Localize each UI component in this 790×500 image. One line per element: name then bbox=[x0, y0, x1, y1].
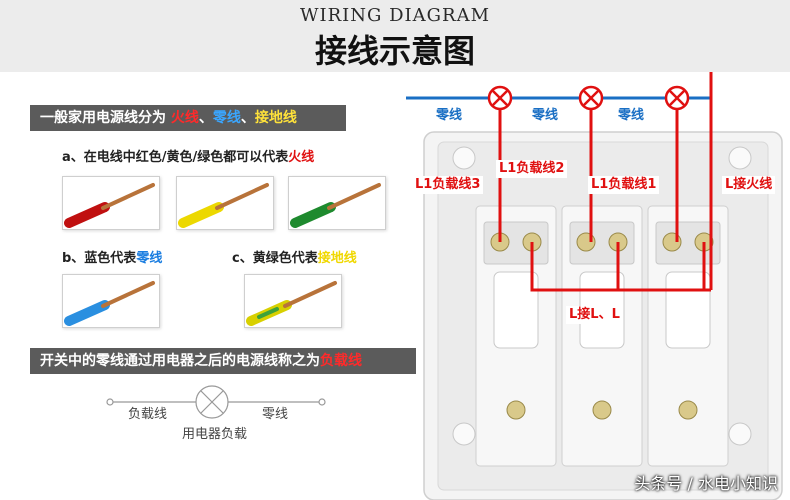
item-c-label: c、黄绿色代表接地线 bbox=[232, 247, 357, 266]
banner2-text: 开关中的零线通过用电器之后的电源线称之为 bbox=[40, 353, 320, 369]
separator: 、 bbox=[240, 110, 255, 126]
yellow-wire-image bbox=[176, 176, 274, 230]
item-a-label: a、在电线中红色/黄色/绿色都可以代表火线 bbox=[62, 146, 314, 165]
header-title-zh: 接线示意图 bbox=[314, 32, 475, 70]
item-b-highlight: 零线 bbox=[136, 251, 163, 266]
item-b-label: b、蓝色代表零线 bbox=[62, 247, 162, 266]
header: WIRING DIAGRAM 接线示意图 bbox=[0, 0, 790, 72]
separator: 、 bbox=[198, 110, 213, 126]
item-a-text: a、在电线中红色/黄色/绿色都可以代表 bbox=[62, 150, 289, 165]
item-c-text: c、黄绿色代表 bbox=[232, 251, 318, 266]
load-schematic bbox=[106, 385, 326, 419]
neutral-label-2: 零线 bbox=[532, 108, 559, 123]
green-wire-image bbox=[288, 176, 386, 230]
load-wire-2-label: L1负载线2 bbox=[496, 160, 568, 178]
load-wire-1-label: L1负载线1 bbox=[588, 176, 660, 194]
yellow-green-wire-image bbox=[244, 274, 342, 328]
bridge-label: L接L、L bbox=[566, 306, 623, 324]
header-title-en: WIRING DIAGRAM bbox=[299, 5, 491, 26]
neutral-text: 零线 bbox=[262, 407, 289, 422]
appliance-load-text: 用电器负载 bbox=[182, 427, 248, 442]
load-wire-3-label: L1负载线3 bbox=[412, 176, 484, 194]
neutral-wire-term: 零线 bbox=[212, 110, 241, 126]
banner-text: 一般家用电源线分为 bbox=[40, 110, 166, 126]
live-wire-term: 火线 bbox=[170, 110, 199, 126]
switch-wiring-diagram bbox=[406, 72, 783, 500]
wire-types-banner: 一般家用电源线分为 火线、零线、接地线 bbox=[30, 105, 346, 131]
red-wire-image bbox=[62, 176, 160, 230]
load-wire-banner: 开关中的零线通过用电器之后的电源线称之为负载线 bbox=[30, 348, 416, 374]
item-c-highlight: 接地线 bbox=[317, 251, 357, 266]
item-b-text: b、蓝色代表 bbox=[62, 251, 137, 266]
load-wire-term: 负载线 bbox=[320, 353, 362, 369]
load-wire-text: 负载线 bbox=[128, 407, 168, 422]
watermark: 头条号 / 水电小知识 bbox=[634, 474, 778, 493]
live-wire-label: L接火线 bbox=[722, 176, 776, 194]
ground-wire-term: 接地线 bbox=[254, 110, 297, 126]
blue-wire-image bbox=[62, 274, 160, 328]
item-a-highlight: 火线 bbox=[288, 150, 315, 165]
neutral-label-1: 零线 bbox=[436, 108, 463, 123]
neutral-label-3: 零线 bbox=[618, 108, 645, 123]
